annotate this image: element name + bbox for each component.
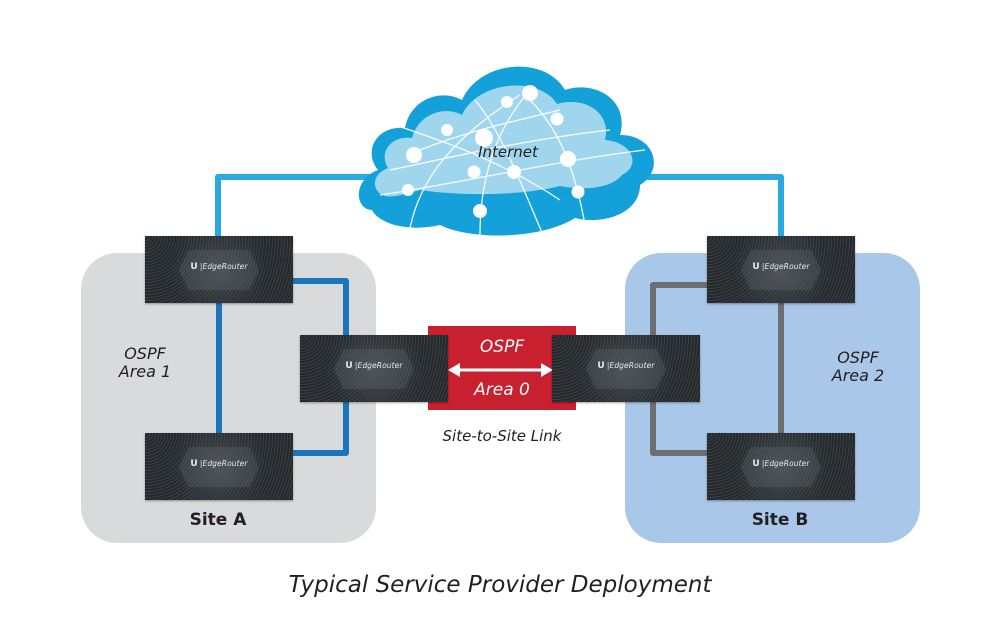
router-brand-text: EdgeRouter — [764, 459, 810, 468]
router-site-a-bottom: U|EdgeRouter — [145, 433, 293, 500]
site-b-ospf-label: OSPF Area 2 — [813, 348, 903, 386]
ubiquiti-logo-icon: U — [752, 459, 760, 469]
router-brand: U|EdgeRouter — [597, 361, 655, 371]
router-site-b-bottom: U|EdgeRouter — [707, 433, 855, 500]
router-faceplate — [741, 447, 821, 487]
site-b-link-top-edge — [650, 282, 710, 338]
ubiquiti-logo-icon: U — [190, 459, 198, 469]
internet-label: Internet — [478, 143, 538, 161]
ubiquiti-logo-icon: U — [597, 361, 605, 371]
router-faceplate — [179, 447, 259, 487]
router-faceplate — [586, 349, 666, 389]
internet-link-site-a — [215, 174, 375, 240]
diagram-caption: Typical Service Provider Deployment — [288, 572, 712, 598]
router-faceplate — [741, 250, 821, 290]
router-site-b-top: U|EdgeRouter — [707, 236, 855, 303]
router-site-b-edge: U|EdgeRouter — [552, 335, 700, 402]
internet-cloud-icon — [358, 66, 654, 241]
site-a-ospf-line1: OSPF — [124, 344, 166, 363]
site-a-ospf-line2: Area 1 — [118, 362, 172, 382]
router-brand-text: EdgeRouter — [764, 262, 810, 271]
router-brand-text: EdgeRouter — [202, 459, 248, 468]
internet-link-site-b — [640, 174, 784, 240]
site-b-label: Site B — [751, 510, 809, 530]
router-brand: U|EdgeRouter — [190, 459, 248, 469]
router-brand-text: EdgeRouter — [202, 262, 248, 271]
site-a-label: Site A — [189, 510, 247, 530]
router-brand-text: EdgeRouter — [357, 361, 403, 370]
bidirectional-arrow-icon — [448, 363, 553, 377]
site-b-ospf-line2: Area 2 — [831, 366, 885, 386]
site-a-link-top-edge — [290, 278, 349, 338]
router-brand: U|EdgeRouter — [190, 262, 248, 272]
ubiquiti-logo-icon: U — [752, 262, 760, 272]
site-to-site-link-label: Site-to-Site Link — [442, 427, 562, 445]
router-brand: U|EdgeRouter — [752, 262, 810, 272]
router-faceplate — [179, 250, 259, 290]
backbone-ospf-label: OSPF — [479, 337, 525, 357]
ubiquiti-logo-icon: U — [345, 361, 353, 371]
router-faceplate — [334, 349, 414, 389]
site-b-link-bottom-edge — [650, 400, 710, 456]
ubiquiti-logo-icon: U — [190, 262, 198, 272]
router-brand: U|EdgeRouter — [752, 459, 810, 469]
site-a-ospf-label: OSPF Area 1 — [100, 344, 190, 382]
router-site-a-edge: U|EdgeRouter — [300, 335, 448, 402]
router-site-a-top: U|EdgeRouter — [145, 236, 293, 303]
router-brand-text: EdgeRouter — [609, 361, 655, 370]
site-a-link-bottom-edge — [290, 400, 349, 456]
backbone-area-label: Area 0 — [474, 380, 530, 400]
router-brand: U|EdgeRouter — [345, 361, 403, 371]
site-b-ospf-line1: OSPF — [837, 348, 879, 367]
